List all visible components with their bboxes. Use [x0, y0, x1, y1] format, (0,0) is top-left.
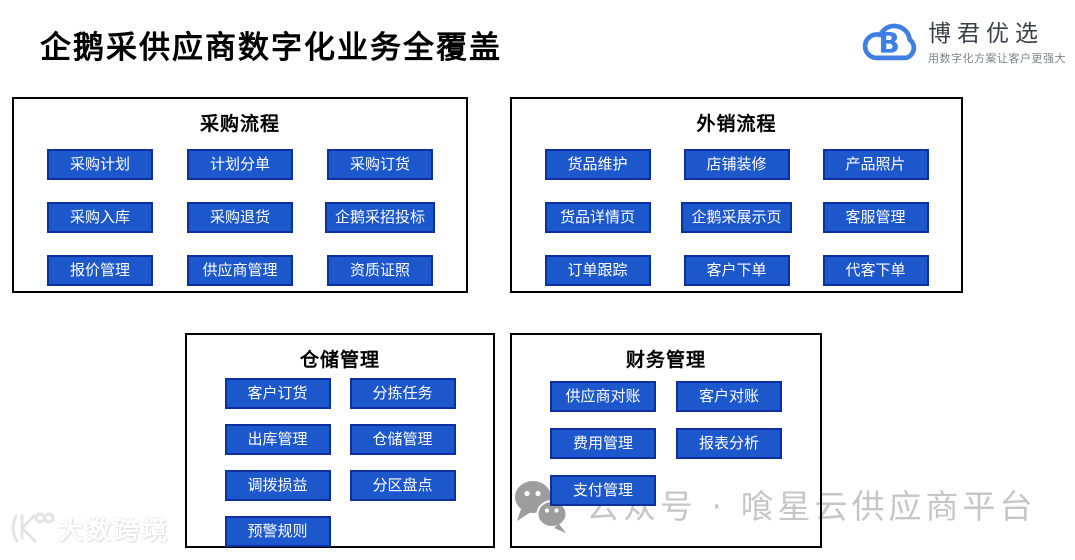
- module-box: 代客下单: [822, 255, 929, 286]
- module-box: 客户下单: [683, 255, 790, 286]
- brand-logo: B 博君优选 用数字化方案让客户更强大: [860, 14, 1066, 72]
- wechat-watermark-text: 公众号 · 喰星云供应商平台: [586, 487, 1037, 526]
- module-grid: 客户订货 分拣任务 出库管理 仓储管理 调拨损益 分区盘点 预警规则: [215, 378, 465, 547]
- brand-tagline: 用数字化方案让客户更强大: [928, 52, 1066, 65]
- wechat-icon: [512, 476, 572, 538]
- svg-text:B: B: [878, 27, 899, 60]
- panel-export: 外销流程 货品维护 店铺装修 产品照片 货品详情页 企鹅采展示页 客服管理 订单…: [510, 97, 963, 293]
- module-box: 分拣任务: [349, 378, 456, 409]
- module-box: 店铺装修: [683, 149, 790, 180]
- module-grid: 供应商对账 客户对账 费用管理 报表分析 支付管理: [540, 381, 792, 506]
- module-box: 采购订货: [327, 149, 433, 180]
- bottom-left-watermark: 大数跨境: [8, 508, 170, 550]
- panel-title: 采购流程: [199, 113, 280, 135]
- module-box: 计划分单: [187, 149, 293, 180]
- panel-procurement: 采购流程 采购计划 计划分单 采购订货 采购入库 采购退货 企鹅采招投标 报价管…: [12, 97, 468, 293]
- module-box: 客服管理: [822, 202, 929, 233]
- module-box: 分区盘点: [349, 470, 456, 501]
- brand-name: 博君优选: [928, 21, 1044, 47]
- wechat-watermark: 公众号 · 喰星云供应商平台: [512, 476, 1036, 538]
- panel-finance: 财务管理 供应商对账 客户对账 费用管理 报表分析 支付管理: [510, 333, 822, 548]
- module-box: 企鹅采展示页: [681, 202, 792, 233]
- module-box: 调拨损益: [224, 470, 331, 501]
- panel-title: 财务管理: [625, 349, 706, 371]
- module-box: 费用管理: [550, 428, 656, 459]
- brand-text: 博君优选 用数字化方案让客户更强大: [928, 20, 1066, 66]
- module-box: 供应商对账: [550, 381, 656, 412]
- module-box: 订单跟踪: [544, 255, 651, 286]
- module-box: 报表分析: [676, 428, 782, 459]
- module-box: 采购退货: [187, 202, 293, 233]
- module-box: 仓储管理: [349, 424, 456, 455]
- module-box: 资质证照: [327, 255, 433, 286]
- panel-title: 仓储管理: [299, 349, 380, 371]
- module-box: 预警规则: [224, 516, 331, 547]
- module-box: 报价管理: [47, 255, 153, 286]
- cloud-b-icon: B: [860, 14, 920, 72]
- module-box: 供应商管理: [187, 255, 293, 286]
- module-box: 客户对账: [676, 381, 782, 412]
- module-box: 货品维护: [544, 149, 651, 180]
- module-box: 产品照片: [822, 149, 929, 180]
- module-box: 企鹅采招投标: [324, 202, 435, 233]
- k100-logo-icon: [8, 508, 55, 550]
- panel-title: 外销流程: [696, 113, 777, 135]
- bottom-left-watermark-text: 大数跨境: [58, 516, 171, 545]
- module-box: 客户订货: [224, 378, 331, 409]
- module-box: 支付管理: [550, 475, 656, 506]
- page-title: 企鹅采供应商数字化业务全覆盖: [40, 30, 502, 66]
- module-grid: 货品维护 店铺装修 产品照片 货品详情页 企鹅采展示页 客服管理 订单跟踪 客户…: [528, 149, 945, 286]
- module-box: 采购计划: [47, 149, 153, 180]
- module-box: 货品详情页: [544, 202, 651, 233]
- panel-warehouse: 仓储管理 客户订货 分拣任务 出库管理 仓储管理 调拨损益 分区盘点 预警规则: [185, 333, 495, 548]
- module-box: 采购入库: [47, 202, 153, 233]
- module-box: 出库管理: [224, 424, 331, 455]
- module-grid: 采购计划 计划分单 采购订货 采购入库 采购退货 企鹅采招投标 报价管理 供应商…: [30, 149, 450, 286]
